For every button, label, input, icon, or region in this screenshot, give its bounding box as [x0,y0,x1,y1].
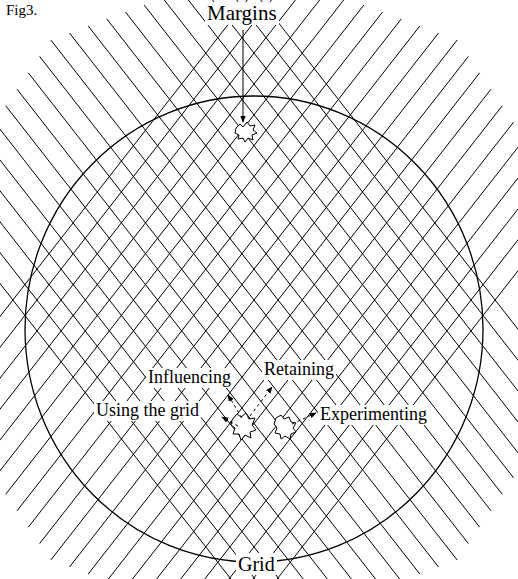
grid-line [17,19,401,511]
activity-label: Retaining [262,360,336,380]
part-name: Grid [236,553,277,575]
grid-line [0,5,364,478]
grid-line [126,12,503,494]
dashed-arrow [250,387,272,416]
grid-line [200,0,518,429]
dashed-arrow [292,413,316,424]
grid-line [107,19,491,511]
part-name: Margins [205,2,279,25]
grid-line [219,0,518,412]
grid-line [0,188,289,579]
grid-line [0,204,271,579]
figure-number: Fig3. [4,2,39,19]
grid-line [0,0,271,396]
activity-label: Experimenting [318,405,429,425]
grid-line [200,171,518,579]
grid-line [28,26,420,527]
grid-line [107,89,491,579]
dashed-arrow [222,417,238,426]
grid-line [144,122,513,579]
boundary-circle [25,96,483,562]
grid-line [0,139,345,579]
grid-line [51,40,457,560]
grid-line [17,89,401,579]
grid-line [40,33,439,544]
grid-line [88,26,480,527]
activity-label: Influencing [146,368,233,388]
grid-line [0,122,364,579]
grid-line [51,40,457,560]
grid-line [0,0,289,412]
grid-line [28,73,420,574]
grid-line [182,155,518,579]
grid-line [163,139,518,579]
grid-line [0,0,345,461]
margin-blob [235,122,257,142]
activity-blob [274,415,296,439]
activity-blob [231,413,256,440]
grid-line [70,33,469,544]
activity-label: Using the grid [94,401,201,421]
leader-arrow [243,30,244,122]
dashed-arrow [228,395,242,418]
grid-line [238,204,518,579]
grid-line [163,0,518,461]
grid-line [88,73,480,574]
